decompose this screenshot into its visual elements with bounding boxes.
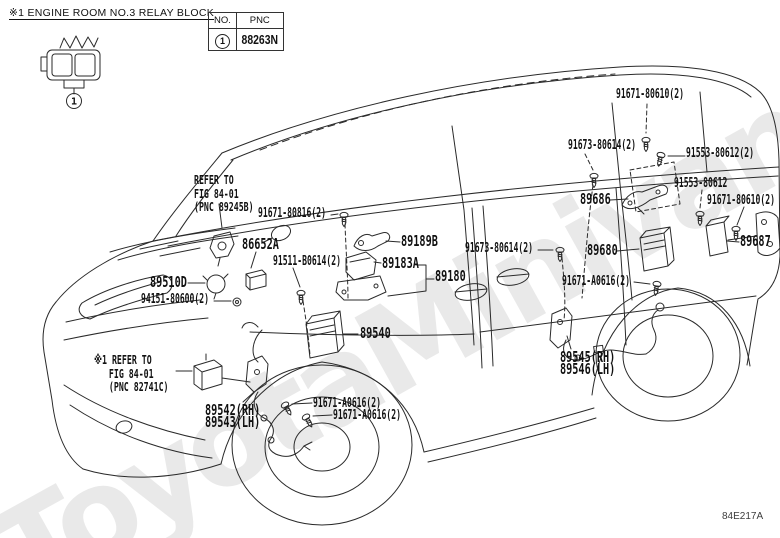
row-callout-number: 1 [215, 33, 230, 49]
part-label: 91671-A0616(2) [562, 274, 630, 289]
part-label: 91673-80614(2) [465, 241, 533, 256]
sensor-89245b [209, 231, 235, 267]
callout-circle [66, 93, 82, 109]
vehicle-outline [42, 65, 780, 526]
part-label: 89542(RH) [205, 401, 261, 419]
part-label: 89183A [382, 254, 419, 272]
relay-86652a [245, 269, 267, 291]
part-label: 89546(LH) [560, 360, 616, 378]
part-label: 89180 [435, 267, 466, 285]
part-label: 91671-A0616(2) [333, 408, 401, 423]
part-label: 86652A [242, 235, 279, 253]
pnc-table: NO. PNC 1 88263N [208, 12, 284, 51]
part-label: 91673-80614(2) [568, 138, 636, 153]
part-label: 91553-80612(2) [686, 146, 754, 161]
refer-note: REFER TO FIG 84-01 (PNC 89245B) [194, 172, 254, 214]
bracket-89189b [353, 232, 391, 251]
part-label: 89545(RH) [560, 348, 616, 366]
part-label: 89687 [740, 232, 771, 250]
ecu-89687 [705, 211, 780, 257]
part-label: 91511-B0614(2) [273, 254, 341, 269]
part-label: 91671-80816(2) [258, 206, 326, 221]
bracket-89686 [621, 184, 669, 215]
speed-sensor-rear-89545 [549, 302, 665, 362]
part-label: 89540 [360, 324, 391, 342]
callout-number: 1 [71, 97, 77, 108]
relay-89183a [335, 251, 387, 301]
note-title: ※1 ENGINE ROOM NO.3 RELAY BLOCK [9, 7, 215, 19]
part-label: 89686 [580, 190, 611, 208]
part-label: 91553-80612 [674, 176, 728, 191]
refer-note: ※1 REFER TO FIG 84-01 (PNC 82741C) [94, 352, 169, 394]
fasteners [232, 136, 741, 430]
sensor-89510d [202, 273, 229, 300]
row-pnc-value: 88263N [241, 31, 278, 47]
part-label: 89680 [587, 241, 618, 259]
part-label: 91671-80610(2) [616, 87, 684, 102]
ecu-89680 [639, 226, 675, 272]
part-label: 94151-80600(2) [141, 292, 209, 307]
speed-sensor-front-89542 [245, 355, 313, 457]
part-label: 91671-A0616(2) [313, 396, 381, 411]
ecu-89540 [241, 310, 345, 363]
part-label: 89543(LH) [205, 413, 261, 431]
part-label: 91671-80610(2) [707, 193, 775, 208]
pnc-table-header-no: NO. [208, 12, 237, 29]
part-label: 89189B [401, 232, 438, 250]
leader-lines [175, 103, 745, 417]
part-label: 89510D [150, 273, 187, 291]
figure-code: 84E217A [722, 511, 764, 522]
pnc-table-header-pnc: PNC [236, 12, 284, 29]
relay-block-icon: 1 [40, 35, 101, 109]
relay-82741c [193, 353, 251, 391]
table-row: 1 88263N [208, 28, 284, 51]
